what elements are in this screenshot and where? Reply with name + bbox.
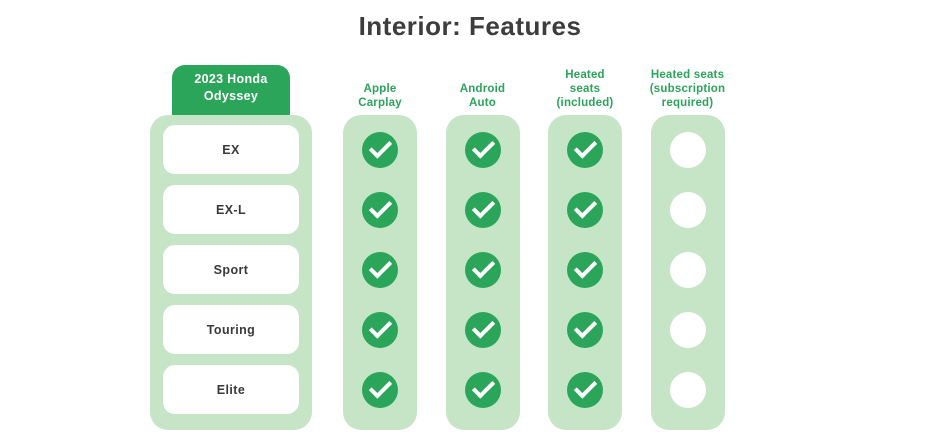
empty-circle-icon	[669, 192, 706, 228]
check-icon	[362, 252, 398, 288]
feature-column: Android Auto	[445, 58, 520, 430]
trim-label: Sport	[213, 262, 249, 277]
check-icon	[464, 372, 501, 408]
feature-column-track	[650, 115, 725, 430]
check-icon	[362, 372, 398, 408]
feature-column: Heated seats (subscription required)	[650, 58, 725, 430]
feature-column: Heated seats (included)	[548, 58, 622, 430]
feature-column-header: Heated seats (subscription required)	[649, 68, 726, 109]
trim-label-box: Touring	[163, 305, 299, 354]
check-icon	[567, 192, 603, 228]
empty-circle-icon	[669, 252, 706, 288]
empty-circle-icon	[669, 132, 706, 168]
feature-column-header: Heated seats (included)	[556, 68, 614, 109]
trim-label: EX	[222, 142, 240, 157]
empty-circle-icon	[669, 372, 706, 408]
trim-label-box: EX-L	[163, 185, 299, 234]
check-icon	[567, 252, 603, 288]
feature-column: Apple Carplay	[343, 58, 417, 430]
trim-label-box: Elite	[163, 365, 299, 414]
check-icon	[362, 132, 398, 168]
vehicle-header: 2023 Honda Odyssey	[172, 65, 290, 121]
feature-columns: Apple Carplay Android Auto Heated seats (i…	[343, 58, 725, 430]
trim-label: EX-L	[215, 202, 247, 217]
feature-column-header: Apple Carplay	[358, 82, 402, 109]
trim-label-box: Sport	[163, 245, 299, 294]
check-icon	[362, 312, 398, 348]
page-title: Interior: Features	[358, 11, 582, 41]
feature-column-header: Android Auto	[459, 82, 506, 109]
feature-column-track	[548, 115, 622, 430]
check-icon	[464, 192, 501, 228]
check-icon	[362, 192, 398, 228]
empty-circle-icon	[669, 312, 706, 348]
trim-label: Elite	[216, 382, 246, 397]
check-icon	[464, 252, 501, 288]
trim-label-box: EX	[163, 125, 299, 174]
check-icon	[567, 372, 603, 408]
feature-column-track	[343, 115, 417, 430]
check-icon	[567, 312, 603, 348]
check-icon	[567, 132, 603, 168]
trim-label: Touring	[206, 322, 256, 337]
check-icon	[464, 312, 501, 348]
check-icon	[464, 132, 501, 168]
feature-column-track	[445, 115, 520, 430]
vehicle-header-label: 2023 Honda Odyssey	[194, 72, 268, 103]
